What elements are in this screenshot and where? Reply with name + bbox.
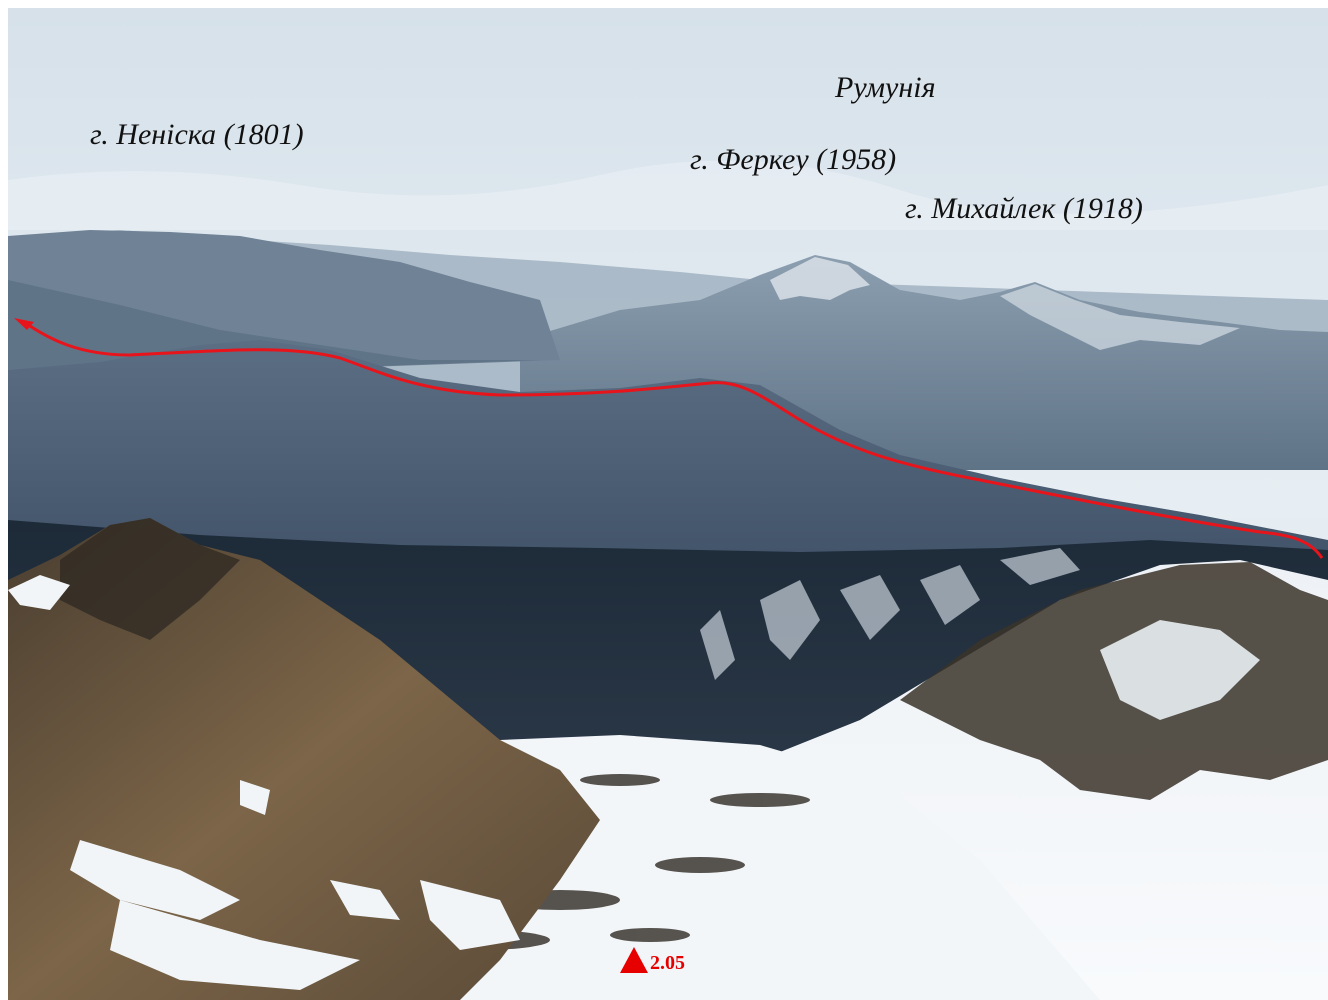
right-rocks-snow — [1100, 620, 1260, 720]
left-peak-snow — [8, 575, 520, 990]
left-peak-shade — [60, 518, 240, 640]
label-romania: Румунія — [835, 71, 936, 104]
marker-label: 2.05 — [650, 952, 685, 974]
arrow-left-icon — [14, 318, 34, 330]
left-border — [0, 0, 8, 1000]
route-line — [23, 320, 1324, 559]
marker: 2.05 — [619, 946, 685, 974]
peak-snow — [770, 257, 870, 300]
label-neniska: г. Ненiска (1801) — [90, 118, 304, 151]
label-myhailek: г. Михайлек (1918) — [905, 192, 1143, 225]
forest-snow — [700, 548, 1080, 680]
haze-band — [8, 160, 1328, 230]
top-border — [0, 0, 1328, 8]
label-ferkeu: г. Феркеу (1958) — [690, 143, 897, 176]
peak-snow-2 — [1000, 284, 1240, 350]
red-triangle-icon — [620, 947, 648, 973]
